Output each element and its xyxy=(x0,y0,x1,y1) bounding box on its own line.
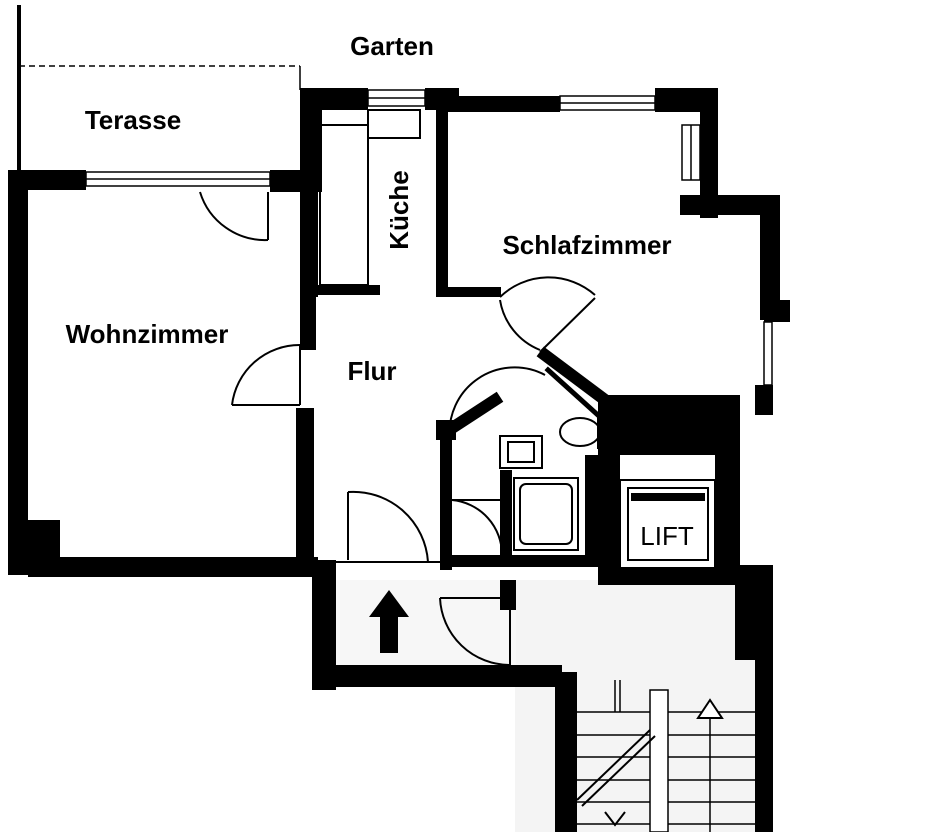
bathroom-diagonal-walls xyxy=(437,346,624,441)
landing-floor xyxy=(316,580,516,665)
lift-cabin xyxy=(619,479,716,569)
stairs-up-arrow-icon xyxy=(696,698,724,719)
toilet-icon xyxy=(559,417,613,449)
room-label-hall: Flur xyxy=(347,356,396,386)
kitchen-counter xyxy=(319,109,421,286)
interior-walls xyxy=(296,110,600,570)
shower-tray-icon xyxy=(513,477,579,551)
room-label-garden: Garten xyxy=(350,31,434,61)
doors xyxy=(199,191,596,667)
room-label-bedroom: Schlafzimmer xyxy=(502,230,671,260)
stairs xyxy=(576,680,755,832)
stairwell-floor xyxy=(515,580,755,832)
stairs-down-marker xyxy=(604,811,626,827)
windows xyxy=(85,89,773,386)
exterior-walls xyxy=(8,88,790,832)
washbasin-icon xyxy=(499,435,543,469)
room-label-terrace: Terasse xyxy=(85,105,181,135)
room-label-living: Wohnzimmer xyxy=(66,319,229,349)
room-label-kitchen: Küche xyxy=(384,170,414,249)
entrance-arrow-icon xyxy=(369,590,409,653)
terrace-outline xyxy=(17,5,301,170)
lift-label: LIFT xyxy=(640,521,694,551)
